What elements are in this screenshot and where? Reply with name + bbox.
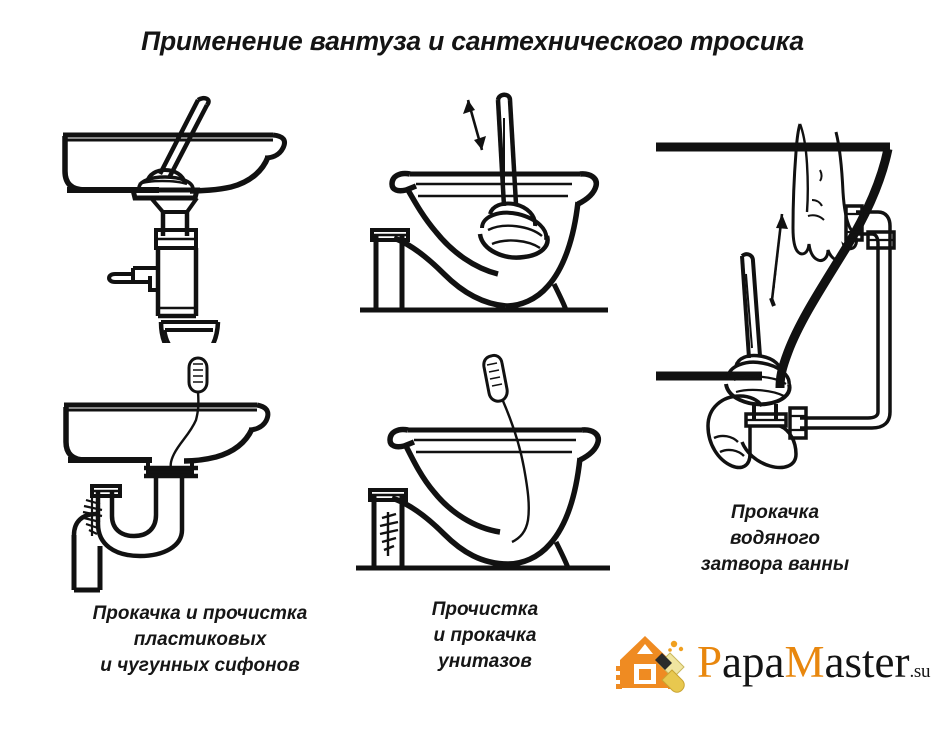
caption-right-figure: Прокачка водяного затвора ванны — [660, 500, 890, 578]
figure-sink-with-plunger — [55, 78, 315, 343]
blockage-hatching — [82, 496, 103, 536]
caption-right-line-2: водяного — [730, 528, 820, 549]
house-with-paintbrush-icon — [612, 630, 692, 696]
plumbing-snake-icon — [169, 356, 209, 475]
figure-sink-with-cable — [52, 350, 317, 595]
caption-middle-line-1: Прочистка — [431, 599, 539, 620]
caption-middle-figures: Прочистка и прокачка унитазов — [370, 597, 600, 675]
plunger-icon — [129, 95, 211, 201]
figure-bathtub-with-plunger — [650, 108, 922, 470]
plumbing-snake-icon — [482, 353, 530, 544]
up-arrow-icon — [769, 213, 788, 307]
logo-text-apa: apa — [722, 637, 785, 687]
figure-toilet-with-plunger — [358, 78, 623, 328]
figure-toilet-with-cable — [352, 342, 620, 592]
hand-icon — [791, 123, 858, 262]
logo-letter-p: P — [697, 637, 723, 687]
sink-basin-icon — [62, 132, 288, 194]
papamaster-logo[interactable]: PapaMaster.su — [612, 628, 930, 700]
overflow-hose-icon — [775, 148, 893, 389]
blockage-hatching — [379, 512, 399, 556]
caption-left-line-2: пластиковых — [133, 629, 267, 650]
toilet-bowl-icon — [360, 170, 608, 313]
up-down-arrow-icon — [463, 99, 486, 151]
sink-basin-icon — [63, 402, 271, 464]
drain-assembly-icon — [107, 196, 199, 319]
caption-left-line-1: Прокачка и прочистка — [92, 603, 308, 624]
caption-left-line-3: и чугунных сифонов — [100, 655, 300, 676]
page-title: Применение вантуза и сантехнического тро… — [141, 26, 804, 56]
caption-middle-line-2: и прокачка — [433, 625, 537, 646]
caption-right-line-3: затвора ванны — [700, 554, 850, 575]
logo-wordmark: PapaMaster.su — [697, 636, 930, 698]
bathtub-wall-icon — [656, 142, 890, 381]
tub-trap-icon — [706, 394, 798, 470]
removed-cup-icon — [158, 320, 221, 343]
logo-letter-m: M — [784, 637, 825, 687]
overflow-pipe-icon — [788, 204, 896, 440]
logo-tld: .su — [909, 661, 931, 682]
logo-text-aster: aster — [824, 637, 910, 687]
caption-right-line-1: Прокачка — [730, 502, 820, 523]
plunger-icon — [724, 252, 792, 407]
caption-left-figures: Прокачка и прочистка пластиковых и чугун… — [20, 601, 380, 679]
siphon-trap-icon — [71, 460, 198, 593]
caption-middle-line-3: унитазов — [438, 651, 532, 672]
toilet-bowl-icon — [356, 426, 610, 571]
